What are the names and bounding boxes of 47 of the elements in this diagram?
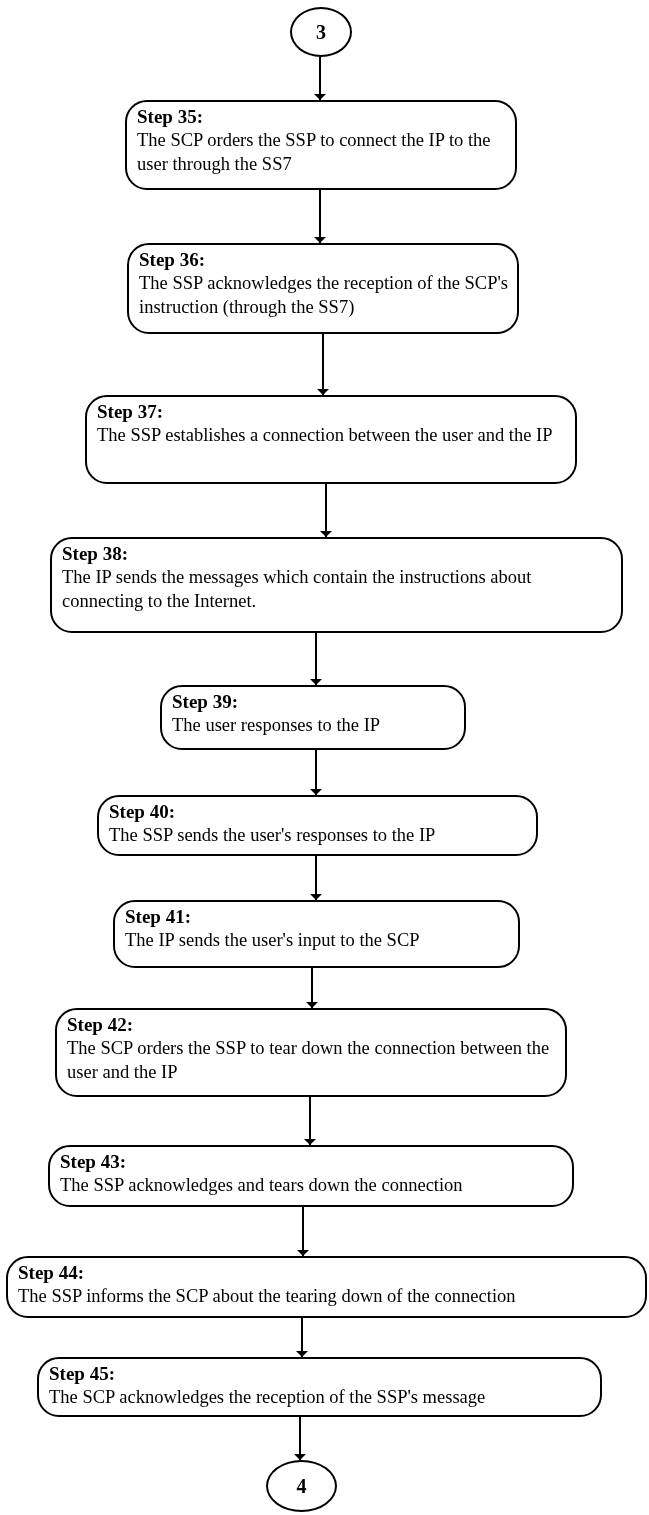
arrow [314,189,326,244]
arrow [320,483,332,538]
arrow [294,1416,306,1461]
connector-number: 4 [296,1474,307,1498]
process-box [125,100,517,190]
connector-number: 3 [316,20,326,44]
step-description: The SCP acknowledges the reception of the SSP's message [49,1386,487,1409]
step-heading: Step 40: [109,800,176,823]
step-heading: Step 42: [67,1013,134,1036]
step-heading: Step 43: [60,1150,127,1173]
arrow [296,1317,308,1358]
arrow [317,333,329,396]
arrow [310,632,322,686]
step-description: The SSP acknowledges and tears down the connection [60,1174,464,1197]
arrow [304,1096,316,1146]
step-description: The SSP acknowledges the reception of the SCP's instruction (through the SS7) [139,272,509,319]
step-description: The SCP orders the SSP to tear down the connection between the user and the IP [67,1037,551,1084]
process-box [97,795,538,856]
process-box [50,537,623,633]
step-heading: Step 37: [97,400,164,423]
step-description: The SCP orders the SSP to connect the IP to the user through the SS7 [137,129,492,176]
process-box [85,395,577,484]
process-box [6,1256,647,1318]
arrow [310,855,322,901]
arrow [314,56,326,101]
step-heading: Step 36: [139,248,206,271]
process-box [127,243,519,334]
step-heading: Step 41: [125,905,192,928]
step-heading: Step 39: [172,690,239,713]
step-heading: Step 38: [62,542,129,565]
process-box [48,1145,574,1207]
step-heading: Step 45: [49,1362,116,1385]
arrow [297,1206,309,1257]
process-box [55,1008,567,1097]
step-heading: Step 35: [137,105,204,128]
arrow [310,749,322,796]
step-heading: Step 44: [18,1261,85,1284]
step-description: The SSP establishes a connection between the user and the IP [97,424,554,447]
step-description: The IP sends the messages which contain the instructions about connecting to the Internet. [62,566,533,613]
step-description: The user responses to the IP [172,714,382,737]
step-description: The IP sends the user's input to the SCP [125,929,421,952]
process-box [37,1357,602,1417]
step-description: The SSP informs the SCP about the tearing down of the connection [18,1285,517,1308]
process-box [160,685,466,750]
step-description: The SSP sends the user's responses to the IP [109,824,437,847]
process-box [113,900,520,968]
arrow [306,967,318,1009]
